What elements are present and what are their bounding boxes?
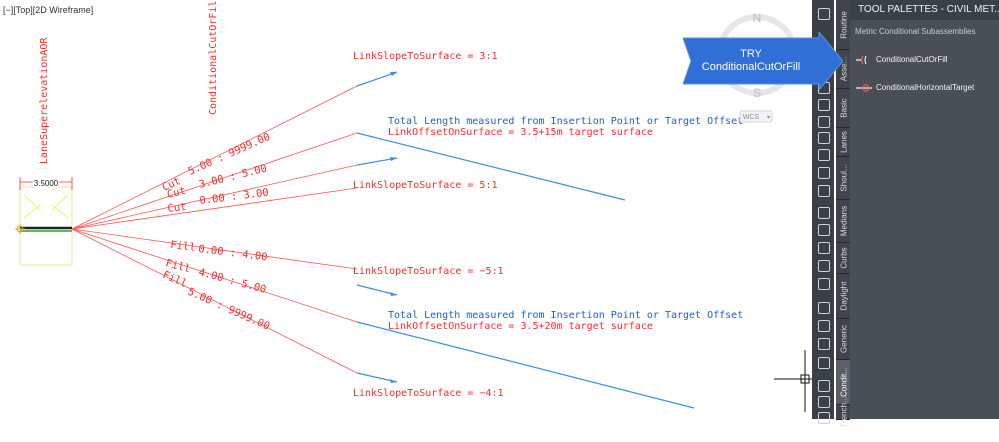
fill-range-label: 0.00 : 4.00 — [198, 243, 268, 263]
slope-label: LinkSlopeToSurface = 3:1 — [353, 51, 498, 62]
wcs-dropdown-icon: ▾ — [767, 115, 770, 121]
cad-drawing: 3.5000 LaneSuperelevationAOR Conditional… — [15, 0, 812, 412]
callout-arrow-shape — [683, 32, 843, 90]
vertical-toolbar — [812, 0, 834, 424]
crosshair-cursor — [774, 350, 812, 412]
callout-line1: TRY — [740, 48, 762, 60]
toolbar-tool-icon[interactable] — [815, 336, 831, 350]
palette-tab[interactable]: Basic — [836, 89, 850, 128]
conditional-link-fan — [71, 85, 358, 374]
drawing-canvas[interactable]: [−][Top][2D Wireframe] 3.5000 LaneSupere… — [0, 0, 812, 419]
palette-tab[interactable]: Generic — [836, 319, 850, 360]
callout-line2: ConditionalCutOrFill — [701, 61, 801, 73]
palette-tab[interactable]: Curbs — [836, 243, 850, 274]
toolbar-tool-icon[interactable] — [815, 97, 831, 111]
toolbar-tool-icon[interactable] — [815, 276, 831, 290]
cut-fill-icon — [856, 55, 867, 65]
palette-tab[interactable]: Lanes — [836, 128, 850, 157]
palette-tab[interactable]: Condit... — [836, 360, 850, 405]
cut-kind-label: Cut — [167, 201, 187, 215]
palette-tab[interactable]: Routine — [836, 0, 850, 50]
toolbar-tool-icon[interactable] — [815, 183, 831, 197]
palette-item-conditional-cut-or-fill[interactable]: ConditionalCutOrFill — [856, 53, 948, 67]
toolbar-tool-icon[interactable] — [815, 130, 831, 144]
offset-note: Total Length measured from Insertion Poi… — [388, 310, 743, 321]
toolbar-tool-icon[interactable] — [815, 222, 831, 236]
tool-palette: TOOL PALETTES - CIVIL MET... Metric Cond… — [850, 0, 999, 419]
slope-label: LinkSlopeToSurface = −5:1 — [353, 266, 504, 277]
horizontal-target-icon — [856, 84, 872, 92]
offset-value: LinkOffsetOnSurface = 3.5+15m target sur… — [388, 127, 653, 138]
toolbar-tool-icon[interactable] — [815, 258, 831, 272]
toolbar-tool-icon[interactable] — [815, 205, 831, 219]
toolbar-tool-icon[interactable] — [815, 240, 831, 254]
viewport-controls-label[interactable]: [−][Top][2D Wireframe] — [3, 5, 94, 15]
toolbar-tool-icon[interactable] — [815, 300, 831, 314]
subassembly-symbol — [15, 186, 73, 266]
toolbar-tool-icon[interactable] — [815, 318, 831, 332]
toolbar-tool-icon[interactable] — [815, 355, 831, 369]
palette-tab[interactable]: Trench... — [836, 396, 850, 428]
palette-item-conditional-horizontal-target[interactable]: ConditionalHorizontalTarget — [856, 81, 974, 95]
offset-value: LinkOffsetOnSurface = 3.5+20m target sur… — [388, 321, 653, 332]
fill-range-label: 4.00 : 5.00 — [197, 266, 267, 296]
slope-label: LinkSlopeToSurface = 5:1 — [353, 180, 498, 191]
palette-subtitle: Metric Conditional Subassemblies — [855, 27, 976, 36]
toolbar-tool-icon[interactable] — [815, 147, 831, 161]
toolbar-tool-icon[interactable] — [815, 114, 831, 128]
toolbar-tool-icon[interactable] — [815, 410, 831, 424]
superelevation-title: LaneSuperelevationAOR — [39, 37, 50, 164]
toolbar-tool-icon[interactable] — [815, 165, 831, 179]
toolbar-tool-icon[interactable] — [815, 6, 831, 20]
palette-tab[interactable]: Medians — [836, 200, 850, 243]
fill-kind-label: Fill — [170, 239, 197, 254]
width-dimension: 3.5000 — [19, 177, 73, 190]
try-callout: TRY ConditionalCutOrFill — [683, 32, 843, 90]
palette-title[interactable]: TOOL PALETTES - CIVIL MET... — [850, 0, 999, 20]
wcs-label: WCS — [743, 114, 760, 121]
cut-kind-label: Cut — [166, 185, 187, 201]
viewcube-north: N — [753, 11, 762, 25]
offset-note: Total Length measured from Insertion Poi… — [388, 116, 743, 127]
toolbar-tool-icon[interactable] — [815, 394, 831, 408]
palette-tab[interactable]: Shoul... — [836, 157, 850, 200]
toolbar-tool-icon[interactable] — [815, 378, 831, 392]
cut-range-label: 0.00 : 3.00 — [199, 187, 269, 207]
viewcube-south: S — [753, 86, 761, 100]
dimension-text: 3.5000 — [34, 179, 59, 188]
slope-label: LinkSlopeToSurface = −4:1 — [353, 388, 504, 399]
palette-tab[interactable]: Daylight — [836, 274, 850, 319]
cutfill-title: ConditionalCutOrFill — [208, 0, 219, 115]
